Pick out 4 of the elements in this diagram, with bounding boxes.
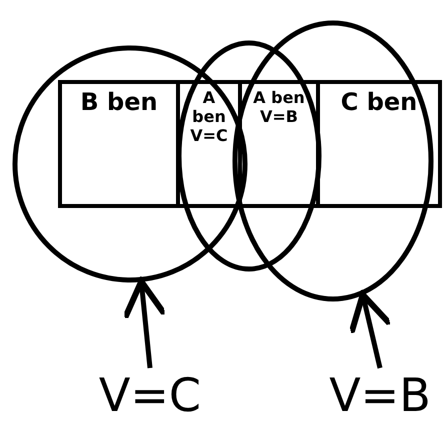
circle-outline [232, 20, 434, 302]
circle-outline [12, 45, 248, 283]
condition-label: V=B [315, 372, 445, 428]
condition-label: V=C [85, 372, 215, 428]
